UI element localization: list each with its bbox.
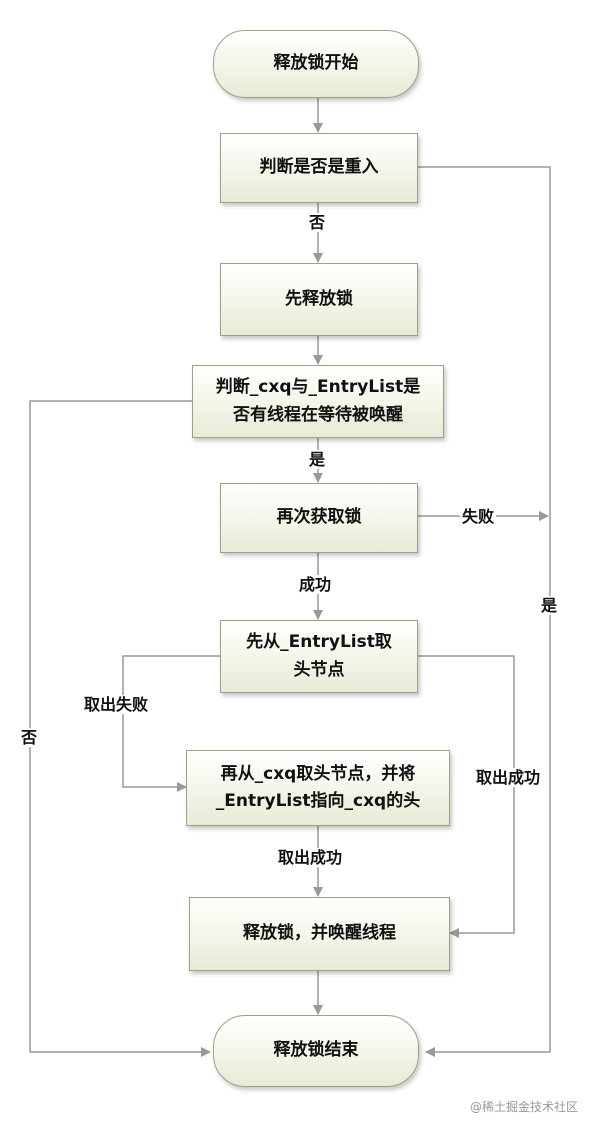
node-end: 释放锁结束: [213, 1015, 419, 1087]
label-fail-reacquire: 失败: [460, 507, 497, 527]
label-no-waiting: 否: [19, 728, 40, 748]
label-success-take-entrylist: 取出成功: [474, 768, 543, 788]
label-yes-reentry: 是: [539, 596, 560, 616]
node-take-entrylist: 先从_EntryList取 头节点: [220, 620, 418, 693]
label-fail-take: 取出失败: [82, 695, 151, 715]
edge-check-no-to-end: [29, 400, 211, 1057]
label-success-reacquire: 成功: [297, 575, 334, 595]
edge-entrylist-fail-to-cxq: [122, 655, 220, 792]
label-no-reentry: 否: [307, 213, 328, 233]
node-release-wake: 释放锁，并唤醒线程: [189, 897, 450, 971]
node-reacquire: 再次获取锁: [220, 483, 418, 553]
label-success-take-cxq: 取出成功: [276, 848, 345, 868]
node-check-reentry: 判断是否是重入: [220, 133, 418, 203]
node-check-waiting: 判断_cxq与_EntryList是 否有线程在等待被唤醒: [192, 365, 444, 438]
node-take-cxq: 再从_cxq取头节点，并将 _EntryList指向_cxq的头: [186, 750, 450, 826]
watermark: @稀土掘金技术社区: [470, 1100, 579, 1114]
edge-entrylist-success-to-wake: [418, 655, 515, 938]
node-release-first: 先释放锁: [220, 263, 418, 336]
node-start: 释放锁开始: [213, 30, 419, 98]
label-yes-waiting: 是: [307, 450, 328, 470]
